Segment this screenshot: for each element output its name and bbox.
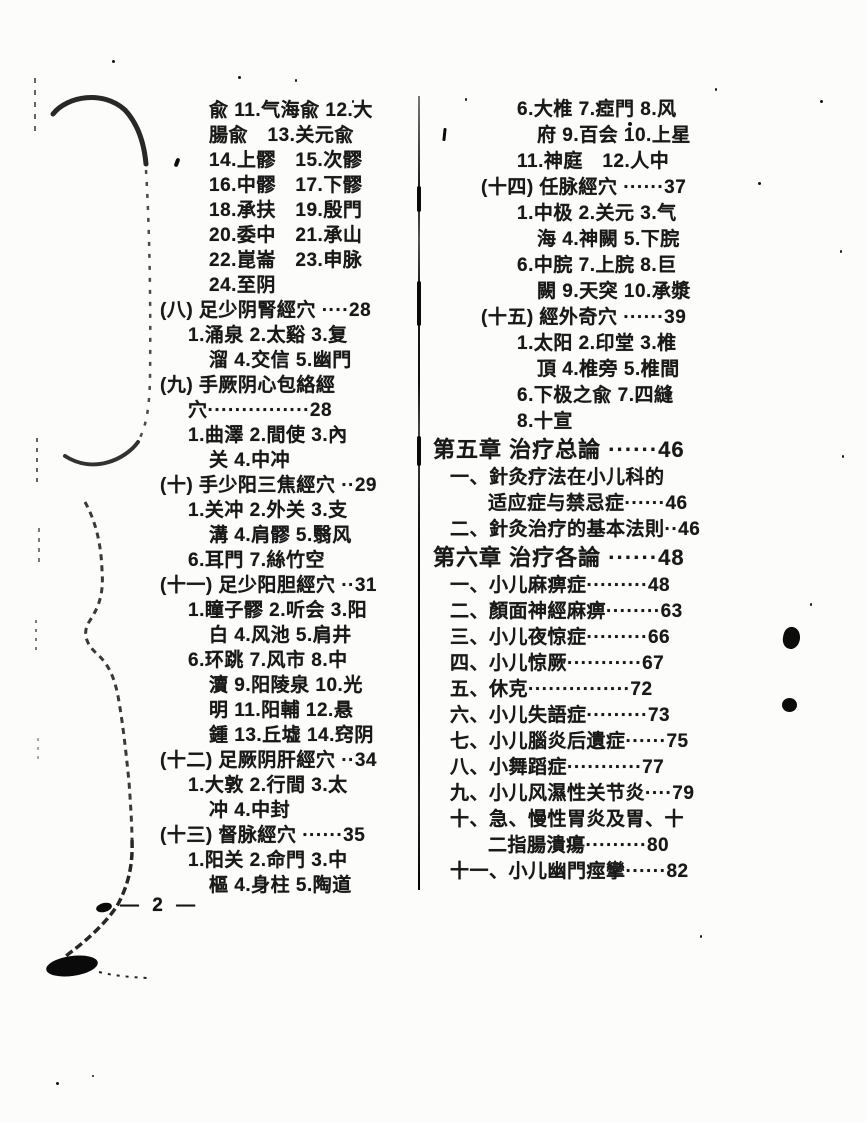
toc-line: 十一、小儿幽門痙攣······82 bbox=[450, 861, 689, 882]
toc-line: (八) 足少阴腎經穴 ····28 bbox=[160, 300, 372, 321]
page-number-footer: — 2 — bbox=[120, 895, 200, 916]
toc-line: 二、針灸治疗的基本法則··46 bbox=[450, 519, 701, 540]
toc-line: 14.上髎 15.次髎 bbox=[209, 150, 363, 171]
scan-speck bbox=[820, 100, 823, 103]
divider-ink-blob bbox=[417, 186, 421, 212]
toc-line: 1.涌泉 2.太谿 3.复 bbox=[188, 325, 348, 346]
scan-speck bbox=[112, 60, 115, 63]
toc-line: 三、小儿夜惊症·········66 bbox=[450, 627, 671, 648]
toc-line: 18.承扶 19.殷門 bbox=[209, 200, 363, 221]
toc-line: 闕 9.天突 10.承漿 bbox=[537, 281, 691, 302]
toc-line: 1.瞳子髎 2.听会 3.阳 bbox=[188, 600, 368, 621]
divider-ink-blob bbox=[417, 281, 421, 326]
scan-speck bbox=[842, 455, 844, 458]
scan-speck bbox=[352, 100, 354, 103]
toc-line: (十四) 任脉經穴 ······37 bbox=[481, 177, 687, 198]
toc-line: (十) 手少阳三焦經穴 ··29 bbox=[160, 475, 378, 496]
toc-line: 一、小儿麻痹症·········48 bbox=[450, 575, 671, 596]
scan-speck bbox=[700, 935, 702, 938]
toc-line: 鍾 13.丘墟 14.窍阴 bbox=[209, 725, 374, 746]
toc-line: 府 9.百会 10.上星 bbox=[537, 125, 691, 146]
toc-line: 6.环跳 7.风市 8.中 bbox=[188, 650, 348, 671]
scan-speck bbox=[810, 603, 812, 606]
page-edge-artifact bbox=[34, 78, 152, 979]
toc-line: 20.委中 21.承山 bbox=[209, 225, 363, 246]
scan-speck bbox=[715, 88, 717, 91]
toc-line: 二、顏面神經麻痹········63 bbox=[450, 601, 683, 622]
toc-line: 四、小儿惊厥···········67 bbox=[450, 653, 665, 674]
toc-line: 八、小舞蹈症···········77 bbox=[450, 757, 665, 778]
scan-speck bbox=[238, 76, 241, 79]
toc-right-column: 6.大椎 7.瘂門 8.风府 9.百会 10.上星 11.神庭 12.人中 (十四)… bbox=[433, 97, 803, 885]
toc-line: 22.崑崙 23.申脉 bbox=[209, 250, 363, 271]
toc-line: 溜 4.交信 5.幽門 bbox=[209, 350, 352, 371]
scan-speck bbox=[295, 79, 297, 82]
toc-line: 1.关冲 2.外关 3.支 bbox=[188, 500, 348, 521]
toc-line: 九、小儿风濕性关节炎····79 bbox=[450, 783, 695, 804]
toc-line: (九) 手厥阴心包絡經 bbox=[160, 375, 336, 396]
toc-line: 樞 4.身柱 5.陶道 bbox=[209, 875, 352, 896]
toc-line: 十、急、慢性胃炎及胃、十 bbox=[450, 809, 685, 830]
toc-left-column: 兪 11.气海兪 12.大腸兪 13.关元兪 14.上髎 15.次髎 16.中髎 1… bbox=[160, 98, 436, 898]
toc-line: (十一) 足少阳胆經穴 ··31 bbox=[160, 575, 378, 596]
toc-line: 6.下极之兪 7.四縫 bbox=[517, 385, 674, 406]
toc-line: (十五) 經外奇穴 ······39 bbox=[481, 307, 687, 328]
toc-line: 海 4.神闕 5.下脘 bbox=[537, 229, 680, 250]
scan-speck bbox=[92, 1075, 94, 1077]
toc-line: (十二) 足厥阴肝經穴 ··34 bbox=[160, 750, 378, 771]
toc-line: 24.至阴 bbox=[209, 275, 276, 296]
toc-line: 1.中极 2.关元 3.气 bbox=[517, 203, 677, 224]
toc-line: 溝 4.肩髎 5.翳风 bbox=[209, 525, 352, 546]
toc-line: 适应症与禁忌症······46 bbox=[488, 493, 688, 514]
toc-line: 6.大椎 7.瘂門 8.风 bbox=[517, 99, 677, 120]
toc-line: 第五章 治疗总論 ······46 bbox=[433, 437, 685, 462]
toc-line: 瀆 9.阳陵泉 10.光 bbox=[209, 675, 363, 696]
toc-line: 1.阳关 2.命門 3.中 bbox=[188, 850, 348, 871]
toc-line: 穴···············28 bbox=[188, 400, 333, 421]
toc-line: 二指腸潰瘍·········80 bbox=[488, 835, 670, 856]
toc-line: 11.神庭 12.人中 bbox=[517, 151, 670, 172]
toc-line: 七、小儿腦炎后遺症······75 bbox=[450, 731, 689, 752]
toc-line: 1.曲澤 2.間使 3.內 bbox=[188, 425, 348, 446]
toc-line: 兪 11.气海兪 12.大 bbox=[209, 100, 373, 121]
toc-line: 6.中脘 7.上脘 8.巨 bbox=[517, 255, 677, 276]
column-divider bbox=[417, 96, 421, 890]
scan-speck bbox=[840, 250, 842, 253]
toc-line: 16.中髎 17.下髎 bbox=[209, 175, 363, 196]
toc-line: (十三) 督脉經穴 ······35 bbox=[160, 825, 366, 846]
toc-line: 冲 4.中封 bbox=[209, 800, 291, 821]
toc-line: 1.大敦 2.行間 3.太 bbox=[188, 775, 348, 796]
toc-line: 一、針灸疗法在小儿科的 bbox=[450, 467, 665, 488]
scan-speck bbox=[465, 98, 467, 101]
scan-speck bbox=[628, 122, 632, 126]
toc-line: 頂 4.椎旁 5.椎間 bbox=[537, 359, 680, 380]
scan-speck bbox=[758, 182, 761, 185]
toc-line: 6.耳門 7.絲竹空 bbox=[188, 550, 325, 571]
toc-line: 关 4.中冲 bbox=[209, 450, 291, 471]
toc-line: 8.十宣 bbox=[517, 411, 573, 432]
toc-line: 腸兪 13.关元兪 bbox=[209, 125, 354, 146]
toc-line: 六、小儿失語症·········73 bbox=[450, 705, 671, 726]
divider-ink-blob bbox=[417, 436, 421, 466]
toc-line: 第六章 治疗各論 ······48 bbox=[433, 545, 685, 570]
toc-line: 五、休克···············72 bbox=[450, 679, 653, 700]
scan-speck bbox=[56, 1082, 59, 1085]
toc-line: 1.太阳 2.印堂 3.椎 bbox=[517, 333, 677, 354]
toc-line: 白 4.风池 5.肩井 bbox=[209, 625, 352, 646]
ink-blob bbox=[782, 698, 797, 712]
toc-line: 明 11.阳輔 12.悬 bbox=[209, 700, 354, 721]
